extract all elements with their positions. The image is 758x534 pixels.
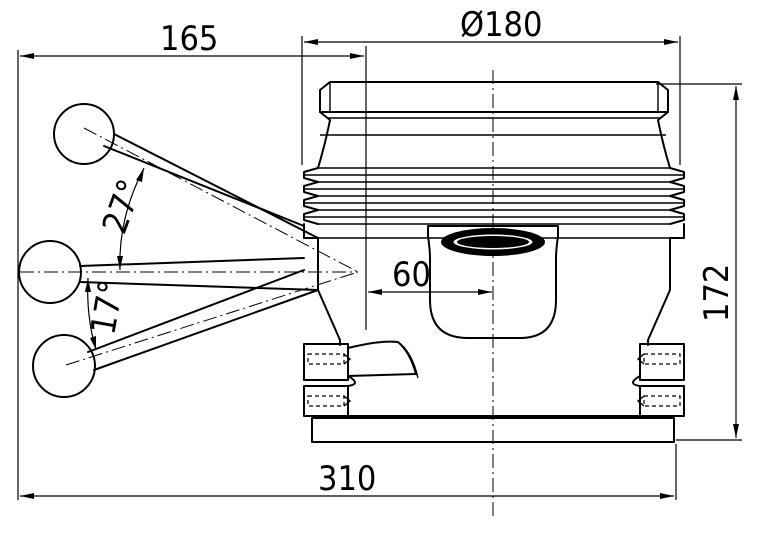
- dimension-60: 60: [368, 255, 492, 295]
- dimension-diameter: Ø180: [301, 5, 681, 165]
- dimension-60-label: 60: [392, 255, 431, 295]
- angle-17-label: 17°: [83, 277, 132, 337]
- center-lines: [20, 70, 494, 520]
- dimension-diameter-label: Ø180: [460, 5, 542, 45]
- ball-lower: [32, 334, 96, 398]
- bolt-left-upper: [307, 353, 352, 365]
- adjustment-arms: [18, 103, 319, 398]
- drain-body: [303, 81, 685, 443]
- bolt-right-upper: [636, 353, 681, 365]
- angle-27-label: 27°: [95, 174, 151, 239]
- dimension-165: 165: [17, 19, 367, 500]
- bolt-right-lower: [636, 395, 681, 407]
- ball-upper: [53, 103, 115, 165]
- dimension-310-label: 310: [318, 459, 376, 499]
- dimension-172: 172: [656, 83, 742, 441]
- dimension-165-label: 165: [160, 19, 218, 59]
- dimension-310: 310: [20, 444, 677, 500]
- dimension-172-label: 172: [697, 264, 737, 322]
- bolt-left-lower: [307, 395, 352, 407]
- angle-17: 17°: [83, 277, 132, 351]
- ball-middle: [18, 240, 82, 304]
- angle-27: 27°: [95, 167, 151, 271]
